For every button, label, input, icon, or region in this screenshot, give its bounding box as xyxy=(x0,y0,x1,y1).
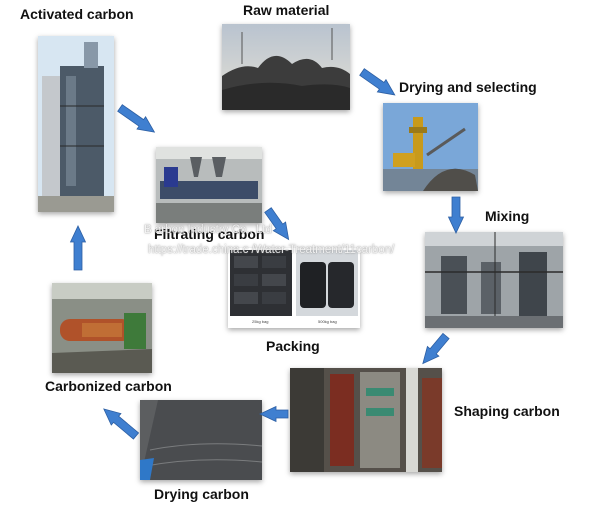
photo-shaping-carbon xyxy=(290,368,442,472)
arrow-drying-to-mixing xyxy=(447,196,465,234)
photo-drying-selecting xyxy=(383,103,478,191)
label-activated-carbon: Activated carbon xyxy=(20,6,134,22)
photo-packing: 25kg bag 500kg bag xyxy=(228,248,360,328)
photo-carbonized-carbon xyxy=(52,283,152,373)
packing-caption-left: 25kg bag xyxy=(252,319,269,324)
watermark-line-2: https://trade.china.c /Water-Treatment/1… xyxy=(148,244,395,256)
photo-mixing xyxy=(425,232,563,328)
label-drying-selecting: Drying and selecting xyxy=(399,79,537,95)
photo-activated-carbon xyxy=(38,36,114,212)
arrow-drying-to-carbonized xyxy=(103,408,140,440)
arrow-raw-to-drying xyxy=(359,68,396,96)
arrow-carbonized-to-activated xyxy=(69,225,87,271)
arrow-activated-to-filtrating xyxy=(117,104,156,133)
label-carbonized-carbon: Carbonized carbon xyxy=(45,378,172,394)
watermark-line-1: B arbon Industry Co., Ltd xyxy=(144,224,272,236)
photo-filtrating-carbon xyxy=(156,147,262,223)
label-packing: Packing xyxy=(266,338,320,354)
packing-caption-right: 500kg bag xyxy=(318,319,337,324)
label-mixing: Mixing xyxy=(485,208,530,224)
label-drying-carbon: Drying carbon xyxy=(154,486,249,502)
label-raw-material: Raw material xyxy=(243,2,330,18)
photo-raw-material xyxy=(222,24,350,110)
label-filtrating-carbon: Filtrating carbon xyxy=(154,226,265,242)
arrow-shaping-to-drying-carbon xyxy=(259,405,289,423)
label-shaping-carbon: Shaping carbon xyxy=(454,403,560,419)
photo-drying-carbon xyxy=(140,400,262,480)
arrow-mixing-to-shaping xyxy=(422,332,450,365)
